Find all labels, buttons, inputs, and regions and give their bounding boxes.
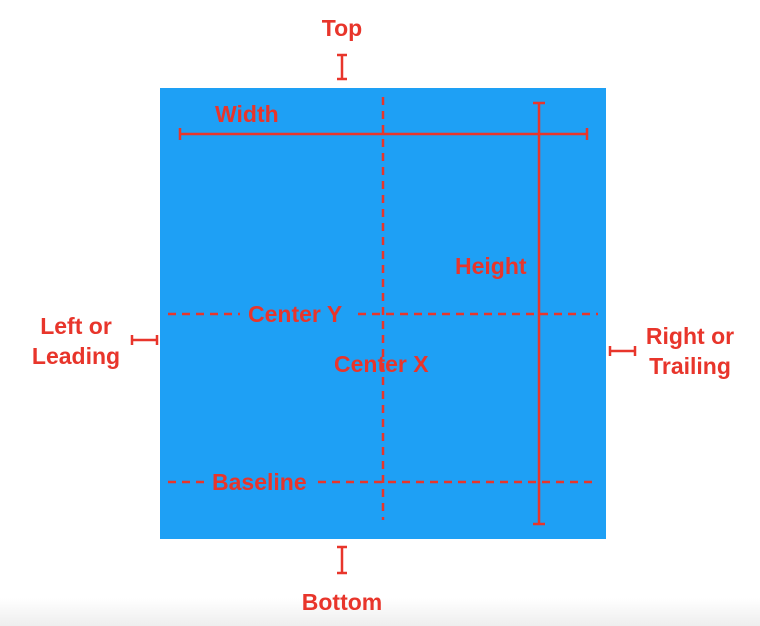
width-line (178, 128, 589, 140)
center-y-label: Center Y (248, 301, 342, 327)
top-label: Top (322, 15, 362, 41)
baseline-label: Baseline (212, 469, 307, 495)
right-marker (608, 346, 637, 356)
top-marker (337, 53, 347, 81)
left-marker (130, 335, 159, 345)
left-label-line1: Left or (40, 313, 112, 339)
right-label-line2: Trailing (649, 353, 731, 379)
right-label-line1: Right or (646, 323, 734, 349)
center-x-label: Center X (334, 351, 429, 377)
bottom-fade (0, 598, 760, 626)
width-label: Width (215, 101, 279, 127)
bottom-marker (337, 545, 347, 575)
height-label: Height (455, 253, 527, 279)
bottom-label: Bottom (302, 589, 382, 615)
annotation-lines (130, 53, 637, 575)
left-label-line2: Leading (32, 343, 120, 369)
height-line (533, 101, 545, 526)
